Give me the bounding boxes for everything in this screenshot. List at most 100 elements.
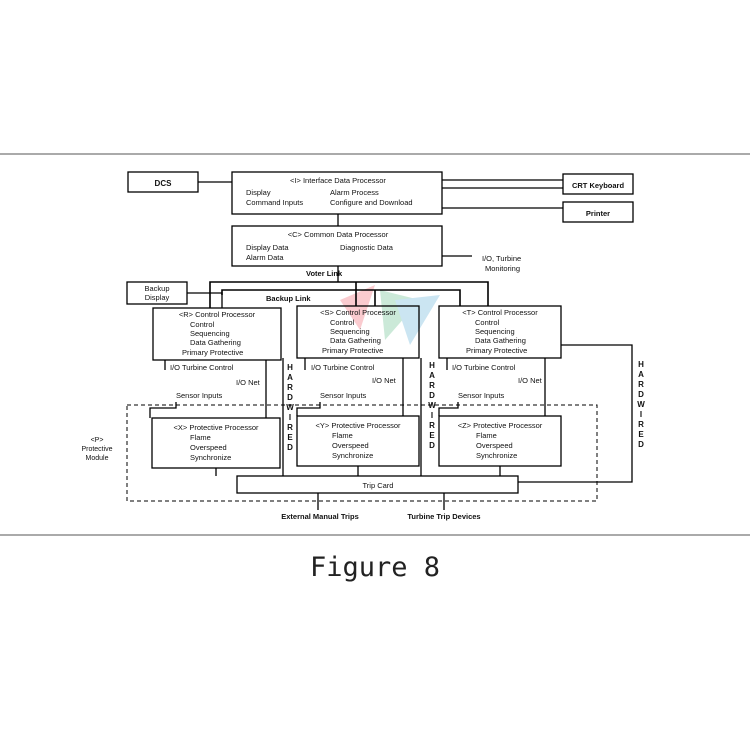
hardwired-letter: R bbox=[429, 421, 435, 430]
protective-z-item-3: Synchronize bbox=[476, 451, 517, 460]
backup-link-bus bbox=[221, 289, 461, 306]
control-s-item-1: Control bbox=[330, 318, 355, 327]
control-processor-t-box bbox=[438, 305, 562, 359]
hardwired-letter: W bbox=[637, 400, 645, 409]
external-manual-trips-label: External Manual Trips bbox=[281, 512, 359, 521]
protective-x-title: <X> Protective Processor bbox=[173, 423, 259, 432]
protective-x-item-2: Overspeed bbox=[190, 443, 227, 452]
control-r-item-3: Data Gathering bbox=[190, 338, 241, 347]
hardwired-letter: D bbox=[638, 390, 644, 399]
figure-caption: Figure 8 bbox=[309, 552, 441, 583]
hardwired-letter: W bbox=[428, 401, 436, 410]
control-s-item-4: Primary Protective bbox=[322, 346, 383, 355]
protective-y-item-1: Flame bbox=[332, 431, 353, 440]
sensor-inputs-t-line bbox=[438, 402, 459, 416]
hardwired-letter: I bbox=[289, 413, 291, 422]
crt-keyboard-label: CRT Keyboard bbox=[572, 181, 625, 190]
printer-label: Printer bbox=[586, 209, 610, 218]
hardwired-letter: I bbox=[431, 411, 433, 420]
trip-card-box bbox=[236, 475, 519, 494]
common-right-1: Diagnostic Data bbox=[340, 243, 394, 252]
io-control-r-label: I/O Turbine Control bbox=[170, 363, 234, 372]
hardwired-letter: D bbox=[638, 440, 644, 449]
hardwired-letter: E bbox=[429, 431, 435, 440]
control-r-item-1: Control bbox=[190, 320, 215, 329]
protective-y-title: <Y> Protective Processor bbox=[315, 421, 401, 430]
io-net-t-label: I/O Net bbox=[518, 376, 543, 385]
interface-right-1: Alarm Process bbox=[330, 188, 379, 197]
sensor-inputs-r-line bbox=[149, 402, 177, 418]
io-net-s-label: I/O Net bbox=[372, 376, 397, 385]
protective-module-label-2: Protective bbox=[81, 446, 112, 453]
hardwired-letter: H bbox=[429, 361, 435, 370]
protective-y-item-3: Synchronize bbox=[332, 451, 373, 460]
hardwired-letter: R bbox=[287, 423, 293, 432]
protective-module-label-3: Module bbox=[86, 455, 109, 462]
hardwired-letter: H bbox=[287, 363, 293, 372]
hardwired-letter: H bbox=[638, 360, 644, 369]
control-t-title: <T> Control Processor bbox=[462, 308, 538, 317]
protective-z-item-1: Flame bbox=[476, 431, 497, 440]
common-left-2: Alarm Data bbox=[246, 253, 284, 262]
hardwired-letter: D bbox=[429, 441, 435, 450]
hardwired-letter: A bbox=[429, 371, 435, 380]
voter-link-bus bbox=[209, 281, 489, 308]
control-processor-s-box bbox=[296, 305, 420, 359]
hardwired-letter: D bbox=[287, 393, 293, 402]
hardwired-letter: R bbox=[287, 383, 293, 392]
control-t-item-2: Sequencing bbox=[475, 327, 515, 336]
sensor-inputs-r-label: Sensor Inputs bbox=[176, 391, 223, 400]
sensor-inputs-t-label: Sensor Inputs bbox=[458, 391, 505, 400]
trip-card-label: Trip Card bbox=[363, 481, 394, 490]
control-t-item-4: Primary Protective bbox=[466, 346, 527, 355]
backup-display-label-1: Backup bbox=[144, 284, 169, 293]
interface-processor-title: <I> Interface Data Processor bbox=[290, 176, 386, 185]
hardwired-letter: R bbox=[638, 420, 644, 429]
protective-y-item-2: Overspeed bbox=[332, 441, 369, 450]
io-net-r-label: I/O Net bbox=[236, 378, 261, 387]
hardwired-t-line bbox=[518, 344, 633, 483]
backup-link-label: Backup Link bbox=[266, 294, 311, 303]
hardwired-letter: R bbox=[429, 381, 435, 390]
common-left-1: Display Data bbox=[246, 243, 289, 252]
control-t-item-3: Data Gathering bbox=[475, 336, 526, 345]
protective-module-label-1: <P> bbox=[91, 437, 104, 444]
control-r-item-2: Sequencing bbox=[190, 329, 230, 338]
control-t-item-1: Control bbox=[475, 318, 500, 327]
control-processor-r-box bbox=[152, 307, 282, 361]
hardwired-letter: A bbox=[287, 373, 293, 382]
hardwired-letter: W bbox=[286, 403, 294, 412]
interface-processor-box bbox=[231, 171, 443, 215]
interface-left-1: Display bbox=[246, 188, 271, 197]
protective-z-title: <Z> Protective Processor bbox=[458, 421, 543, 430]
common-processor-title: <C> Common Data Processor bbox=[288, 230, 389, 239]
backup-display-label-2: Display bbox=[145, 293, 170, 302]
sensor-inputs-s-line bbox=[296, 402, 321, 416]
hardwired-letter: D bbox=[287, 443, 293, 452]
control-s-item-2: Sequencing bbox=[330, 327, 370, 336]
interface-right-2: Configure and Download bbox=[330, 198, 413, 207]
crt-keyboard-box bbox=[562, 173, 634, 195]
io-control-s-label: I/O Turbine Control bbox=[311, 363, 375, 372]
sensor-inputs-s-label: Sensor Inputs bbox=[320, 391, 367, 400]
hardwired-letter: E bbox=[287, 433, 293, 442]
dcs-label: DCS bbox=[155, 179, 173, 188]
monitoring-label-2: Monitoring bbox=[485, 264, 520, 273]
hardwired-letter: A bbox=[638, 370, 644, 379]
protective-x-item-1: Flame bbox=[190, 433, 211, 442]
control-r-item-4: Primary Protective bbox=[182, 348, 243, 357]
protective-x-item-3: Synchronize bbox=[190, 453, 231, 462]
control-s-title: <S> Control Processor bbox=[320, 308, 396, 317]
voter-link-label: Voter Link bbox=[306, 269, 343, 278]
common-processor-box bbox=[231, 225, 443, 267]
hardwired-letter: D bbox=[429, 391, 435, 400]
monitoring-label-1: I/O, Turbine bbox=[482, 254, 521, 263]
control-s-item-3: Data Gathering bbox=[330, 336, 381, 345]
hardwired-letter: E bbox=[638, 430, 644, 439]
watermark-logo bbox=[340, 285, 440, 345]
turbine-trip-devices-label: Turbine Trip Devices bbox=[407, 512, 480, 521]
